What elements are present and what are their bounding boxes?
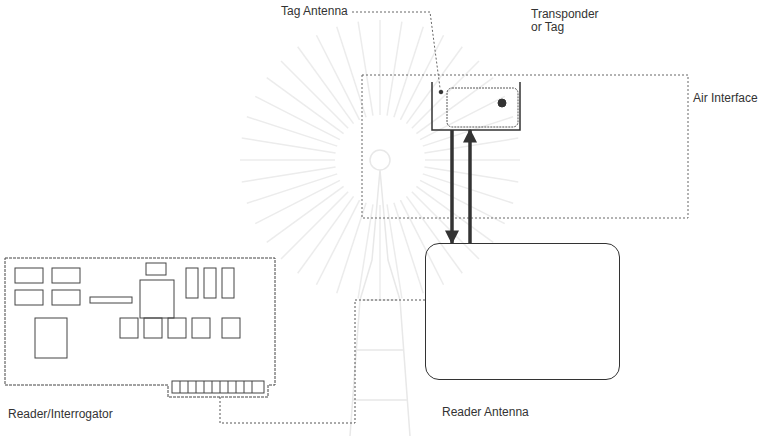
tag-antenna-leader <box>352 12 440 88</box>
chip <box>52 290 80 305</box>
chip <box>168 318 186 338</box>
chip <box>52 268 80 283</box>
node-label: Reader Antenna <box>441 406 530 419</box>
watermark-ray <box>255 96 340 139</box>
chip <box>146 263 166 275</box>
watermark-ray <box>298 47 354 124</box>
watermark-ray <box>387 204 402 298</box>
edge-connector <box>172 381 264 393</box>
chip <box>204 268 216 298</box>
chip <box>35 318 67 358</box>
chip <box>140 280 174 318</box>
chip <box>15 290 43 305</box>
air-interface-outline <box>362 75 688 218</box>
chip <box>222 318 240 338</box>
leader-line <box>352 12 440 88</box>
reader-board <box>5 258 275 397</box>
node-label: Transponder or Tag <box>530 8 604 34</box>
tag-node: Transponder or Tag <box>432 82 520 130</box>
signal-arrow <box>468 130 472 243</box>
tower-outline <box>350 170 410 436</box>
watermark-ray <box>379 20 381 115</box>
watermark-tower <box>350 150 410 436</box>
watermark-ray <box>400 35 443 120</box>
chip <box>15 268 43 283</box>
watermark-ray <box>420 180 505 223</box>
tag-chip-outline <box>447 88 518 127</box>
watermark-ray <box>406 196 462 273</box>
antenna-cable <box>220 300 425 423</box>
reader-node: Reader/Interrogator <box>5 258 278 397</box>
watermark <box>240 20 520 300</box>
antenna-node: Reader Antenna <box>425 243 620 380</box>
chip <box>90 297 132 303</box>
tower-top <box>370 150 390 170</box>
board-outline <box>5 258 275 397</box>
watermark-ray <box>425 159 520 161</box>
chip <box>192 318 210 338</box>
tag-drawing <box>432 82 520 130</box>
watermark-ray <box>379 205 381 300</box>
tag-antenna-loop <box>432 82 520 130</box>
air-interface-region <box>362 75 688 218</box>
watermark-ray <box>416 78 493 134</box>
watermark-ray <box>358 22 373 116</box>
connector-pins <box>180 381 252 393</box>
callout-label: Air Interface <box>692 92 759 105</box>
chip <box>222 268 234 298</box>
tag-antenna-point <box>439 90 443 94</box>
watermark-ray <box>240 159 335 161</box>
signal-arrow <box>450 130 454 243</box>
chip <box>144 318 162 338</box>
watermark-ray <box>242 167 336 182</box>
node-label: Reader/Interrogator <box>7 408 114 421</box>
callout-label: Tag Antenna <box>280 5 349 18</box>
watermark-ray <box>267 186 344 242</box>
chip <box>120 318 138 338</box>
watermark-ray <box>316 200 359 285</box>
chip <box>186 268 198 298</box>
tag-chip-dot <box>498 99 506 107</box>
